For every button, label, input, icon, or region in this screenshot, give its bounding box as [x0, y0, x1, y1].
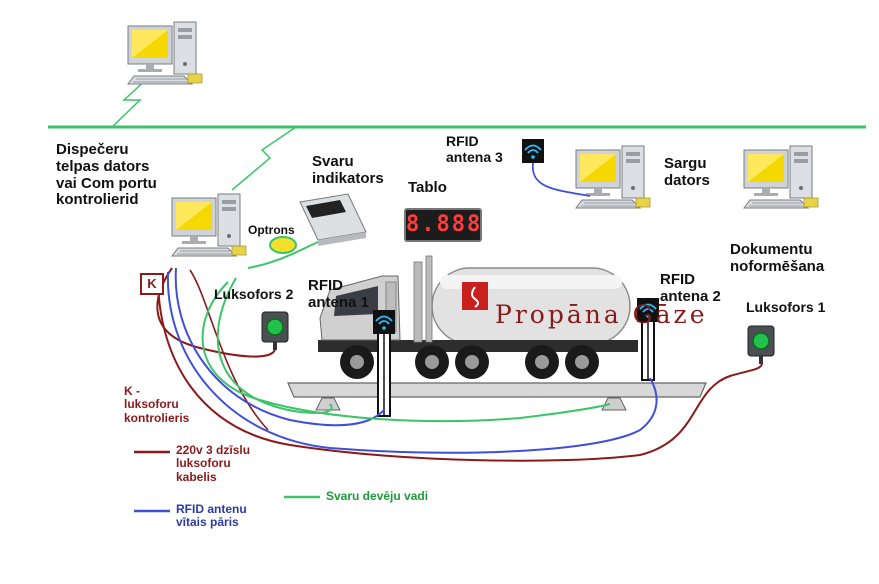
- legend-green-cable: Svaru devēju vadi: [326, 489, 429, 503]
- tablo-title: Tablo: [408, 179, 447, 196]
- documents-computer-icon: [743, 145, 819, 209]
- traffic-light-1-icon: [747, 325, 775, 365]
- green-cable-indicator: [247, 241, 319, 269]
- rfid-antenna-1-label: RFID antena 1: [308, 277, 369, 311]
- scale-indicator-icon: [299, 193, 367, 246]
- dispatcher-label: Dispečeru telpas dators vai Com portu ko…: [56, 141, 157, 209]
- traffic-light-2-label: Luksofors 2: [214, 286, 294, 302]
- documents-label: Dokumentu noformēšana: [730, 241, 825, 275]
- traffic-light-1-label: Luksofors 1: [746, 299, 826, 315]
- legend-red-cable: 220v 3 dzīslu luksoforu kabelis: [176, 443, 251, 484]
- optron-label: Optrons: [248, 223, 295, 237]
- network-drop-top: [111, 77, 149, 128]
- network-drop-dispatcher: [231, 126, 297, 191]
- rfid-antenna-1-icon: [372, 309, 396, 335]
- blue-cable-1: [174, 267, 385, 427]
- dispatcher-computer-icon: [171, 193, 247, 257]
- scale-indicator-label: Svaru indikators: [312, 153, 384, 187]
- tank-brand-text: Propāna Gāze: [495, 300, 708, 329]
- guard-computer-icon: [575, 145, 651, 209]
- guard-computer-label: Sargu dators: [664, 155, 710, 189]
- top-computer-icon: [127, 21, 203, 85]
- tablo-display: 8.888: [404, 208, 482, 242]
- legend-blue-cable: RFID antenu vītais pāris: [176, 502, 247, 530]
- green-cable-1: [201, 281, 611, 423]
- rfid-antenna-2-label: RFID antena 2: [660, 271, 721, 305]
- rfid-antenna-3-label: RFID antena 3: [446, 133, 503, 165]
- green-cable-2: [216, 277, 333, 414]
- rfid-3-cable: [532, 162, 591, 197]
- blue-cable-2: [166, 271, 658, 454]
- legend-controller: K - luksoforu kontrolieris: [124, 384, 190, 425]
- red-cable-3: [189, 269, 269, 431]
- optron-icon: [269, 236, 297, 254]
- weighbridge-icon: [287, 382, 707, 411]
- truck-icon: [318, 255, 638, 379]
- traffic-light-2-icon: [261, 311, 289, 351]
- rfid-antenna-3-icon: [521, 138, 545, 164]
- k-controller-box: K: [140, 273, 164, 295]
- red-cable-2: [157, 281, 763, 462]
